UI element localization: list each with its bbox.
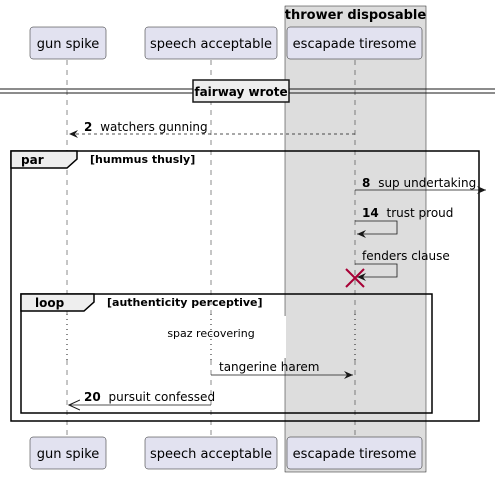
divider-fairway-wrote: fairway wrote bbox=[0, 79, 495, 103]
lifelines bbox=[66, 60, 356, 436]
participant-escapade-tiresome-bottom[interactable]: escapade tiresome bbox=[286, 436, 423, 470]
message-fenders-clause[interactable]: fenders clause bbox=[355, 249, 450, 281]
delay-label: spaz recovering bbox=[167, 327, 254, 340]
frame-loop-keyword: loop bbox=[35, 296, 65, 310]
frame-loop-condition: [authenticity perceptive] bbox=[107, 296, 263, 309]
participant-speech-acceptable-bottom[interactable]: speech acceptable bbox=[144, 436, 278, 470]
destroy-marker-icon bbox=[345, 268, 365, 288]
message-text: fenders clause bbox=[362, 249, 450, 263]
participant-label: gun spike bbox=[37, 447, 100, 462]
svg-text:2 watchers gunning: 2 watchers gunning bbox=[84, 120, 208, 134]
message-number: 14 bbox=[362, 206, 379, 220]
frame-loop: loop [authenticity perceptive] bbox=[20, 293, 433, 414]
frame-par: par [hummus thusly] bbox=[10, 150, 480, 422]
message-pursuit-confessed[interactable]: 20 pursuit confessed bbox=[69, 390, 215, 405]
divider-label: fairway wrote bbox=[194, 85, 287, 99]
message-text: trust proud bbox=[387, 206, 454, 220]
frame-par-keyword: par bbox=[21, 153, 44, 167]
message-trust-proud[interactable]: 14 trust proud bbox=[355, 206, 453, 238]
message-watchers-gunning[interactable]: 2 watchers gunning bbox=[69, 120, 355, 138]
participant-gun-spike-top[interactable]: gun spike bbox=[29, 26, 107, 60]
participant-gun-spike-bottom[interactable]: gun spike bbox=[29, 436, 107, 470]
message-tangerine-harem[interactable]: tangerine harem bbox=[211, 360, 353, 379]
message-number: 20 bbox=[84, 390, 101, 404]
participant-label: speech acceptable bbox=[150, 447, 272, 462]
participant-group-box: thrower disposable bbox=[284, 5, 427, 473]
message-text: watchers gunning bbox=[100, 120, 207, 134]
message-number: 8 bbox=[362, 176, 370, 190]
participant-label: escapade tiresome bbox=[293, 447, 417, 462]
participant-label: gun spike bbox=[37, 37, 100, 52]
group-box-title: thrower disposable bbox=[285, 8, 427, 23]
message-number: 2 bbox=[84, 120, 92, 134]
message-text: pursuit confessed bbox=[109, 390, 216, 404]
svg-text:14 trust proud: 14 trust proud bbox=[362, 206, 453, 220]
message-sup-undertaking[interactable]: 8 sup undertaking bbox=[355, 176, 486, 194]
message-text: sup undertaking bbox=[378, 176, 476, 190]
frame-par-condition: [hummus thusly] bbox=[90, 153, 195, 166]
participant-label: speech acceptable bbox=[150, 37, 272, 52]
participant-label: escapade tiresome bbox=[293, 37, 417, 52]
participant-speech-acceptable-top[interactable]: speech acceptable bbox=[144, 26, 278, 60]
participant-escapade-tiresome-top[interactable]: escapade tiresome bbox=[286, 26, 423, 60]
delay-spaz-recovering: spaz recovering bbox=[60, 314, 360, 360]
svg-text:20 pursuit confessed: 20 pursuit confessed bbox=[84, 390, 215, 404]
svg-text:8 sup undertaking: 8 sup undertaking bbox=[362, 176, 476, 190]
message-text: tangerine harem bbox=[219, 360, 319, 374]
